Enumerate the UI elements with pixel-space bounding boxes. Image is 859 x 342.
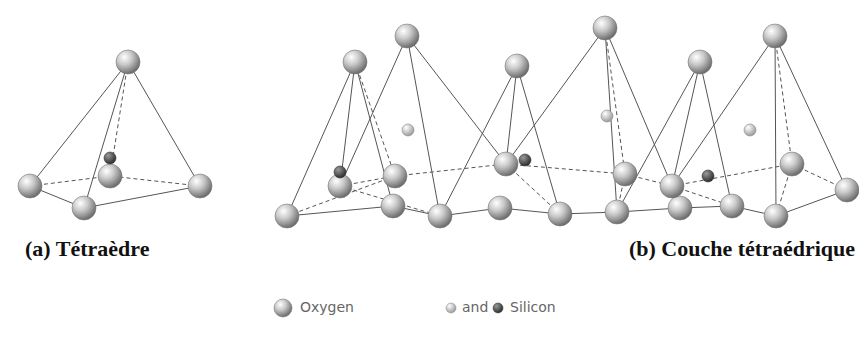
bond-line xyxy=(617,62,700,212)
hidden-bond-line xyxy=(775,36,792,164)
bond-line xyxy=(128,62,200,186)
bond-line xyxy=(84,62,128,208)
legend-text: and xyxy=(462,299,488,315)
bond-line xyxy=(672,62,700,186)
bond-line xyxy=(506,66,517,164)
silicon-atom xyxy=(519,154,531,166)
oxygen-atom xyxy=(18,174,42,198)
silicon-atom xyxy=(601,110,613,122)
bond-line xyxy=(407,36,506,164)
bond-line xyxy=(84,186,200,208)
bond-line xyxy=(506,28,605,164)
silicon-dark-sample xyxy=(493,303,503,313)
oxygen-atom xyxy=(720,194,744,218)
silicon-atom xyxy=(402,124,414,136)
silicon-atom xyxy=(334,166,346,178)
oxygen-atom xyxy=(668,196,692,220)
oxygen-atom xyxy=(780,152,804,176)
oxygen-atom xyxy=(116,50,140,74)
oxygen-atom xyxy=(593,16,617,40)
oxygen-atom xyxy=(98,164,122,188)
silicon-atom xyxy=(744,124,756,136)
bond-line xyxy=(775,36,847,190)
oxygen-atom xyxy=(275,204,299,228)
oxygen-atom xyxy=(605,200,629,224)
legend-text: Silicon xyxy=(510,299,556,315)
hidden-bond-line xyxy=(355,62,395,176)
figure-caption: (b) Couche tétraédrique xyxy=(629,236,855,262)
oxygen-atom xyxy=(395,24,419,48)
hidden-bond-line xyxy=(395,164,506,176)
oxygen-atom xyxy=(613,162,637,186)
figure-caption: (a) Tétraèdre xyxy=(25,236,149,262)
oxygen-atom xyxy=(428,204,452,228)
oxygen-atom xyxy=(383,164,407,188)
bond-line xyxy=(605,28,672,186)
oxygen-atom xyxy=(835,178,859,202)
bond-line xyxy=(672,36,775,186)
bond-line xyxy=(440,66,517,216)
silicon-light-sample xyxy=(446,303,456,313)
hidden-bond-line xyxy=(110,176,200,186)
oxygen-sample xyxy=(274,299,292,317)
silicon-atom xyxy=(104,152,116,164)
oxygen-atom xyxy=(688,50,712,74)
bond-line xyxy=(287,206,393,216)
bond-line xyxy=(287,62,355,216)
oxygen-atom xyxy=(72,196,96,220)
oxygen-atom xyxy=(764,204,788,228)
bond-line xyxy=(340,36,407,186)
oxygen-atom xyxy=(548,202,572,226)
oxygen-atom xyxy=(505,54,529,78)
bond-line xyxy=(775,36,776,216)
oxygen-atom xyxy=(381,194,405,218)
hidden-bond-line xyxy=(605,28,625,174)
bond-line xyxy=(700,62,732,206)
hidden-bond-line xyxy=(672,164,792,186)
oxygen-atom xyxy=(343,50,367,74)
legend-text: Oxygen xyxy=(300,299,354,315)
oxygen-atom xyxy=(188,174,212,198)
oxygen-atom xyxy=(488,196,512,220)
oxygen-atom xyxy=(763,24,787,48)
silicon-atom xyxy=(702,170,714,182)
oxygen-atom xyxy=(494,152,518,176)
oxygen-atom xyxy=(660,174,684,198)
